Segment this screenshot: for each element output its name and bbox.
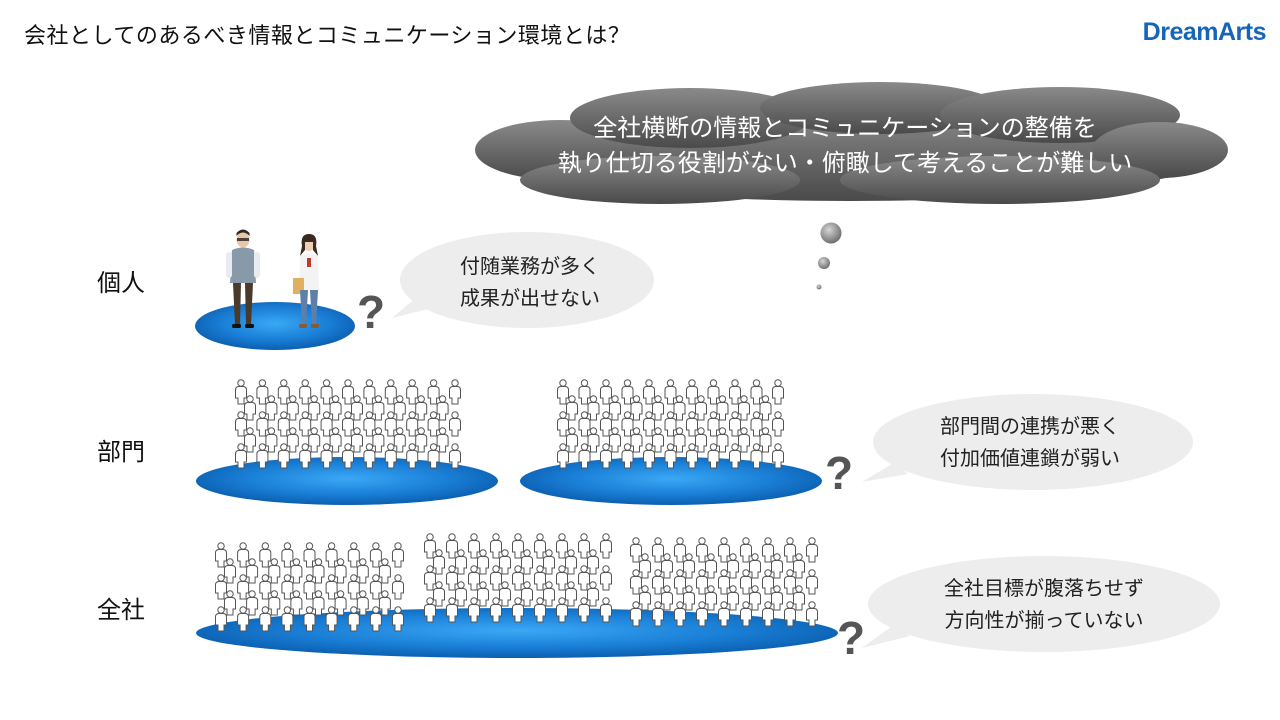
question-mark-company: ? xyxy=(837,612,865,664)
bubble-company-line-1: 全社目標が腹落ちせず xyxy=(944,576,1144,600)
cloud-text: 全社横断の情報とコミュニケーションの整備を 執り仕切る役割がない・俯瞰して考える… xyxy=(480,111,1210,181)
cloud-line-1: 全社横断の情報とコミュニケーションの整備を xyxy=(593,114,1097,142)
speech-bubble-department xyxy=(862,394,1193,490)
crowd-company-3-icon xyxy=(630,537,818,627)
bubble-individual-line-1: 付随業務が多く xyxy=(460,254,600,278)
crowd-department-2-icon xyxy=(557,379,784,469)
bubble-text-company: 全社目標が腹落ちせず 方向性が揃っていない xyxy=(904,572,1184,636)
crowd-company-1-icon xyxy=(215,542,404,632)
level-label-department: 部門 xyxy=(97,438,145,466)
platform-department-1 xyxy=(196,457,498,505)
cloud-line-2: 執り仕切る役割がない・俯瞰して考えることが難しい xyxy=(557,149,1133,177)
man-figure-icon xyxy=(226,229,260,328)
question-mark-department: ? xyxy=(825,447,853,499)
crowd-department-1-icon xyxy=(235,379,461,469)
dreamarts-logo: DreamArts xyxy=(1142,18,1267,46)
thought-dot-small xyxy=(816,284,822,290)
platform-individual xyxy=(195,302,355,350)
bubble-text-department: 部門間の連携が悪く 付加価値連鎖が弱い xyxy=(900,410,1160,474)
bubble-individual-line-2: 成果が出せない xyxy=(460,286,600,310)
woman-figure-icon xyxy=(293,234,319,328)
platform-department-2 xyxy=(520,457,822,505)
bubble-text-individual: 付随業務が多く 成果が出せない xyxy=(410,250,650,314)
slide-title: 会社としてのあるべき情報とコミュニケーション環境とは？ xyxy=(24,24,631,49)
bubble-department-line-1: 部門間の連携が悪く xyxy=(940,414,1120,438)
thought-cloud xyxy=(475,82,1228,204)
speech-bubble-company xyxy=(862,556,1220,652)
level-label-company: 全社 xyxy=(97,596,145,624)
bubble-company-line-2: 方向性が揃っていない xyxy=(944,608,1144,632)
thought-dot-large xyxy=(820,222,842,244)
crowd-company-2-icon xyxy=(424,533,612,623)
thought-dot-medium xyxy=(818,257,830,269)
speech-bubble-individual xyxy=(392,232,654,328)
bubble-department-line-2: 付加価値連鎖が弱い xyxy=(940,446,1120,470)
level-label-individual: 個人 xyxy=(97,269,145,297)
question-mark-individual: ? xyxy=(357,286,385,338)
